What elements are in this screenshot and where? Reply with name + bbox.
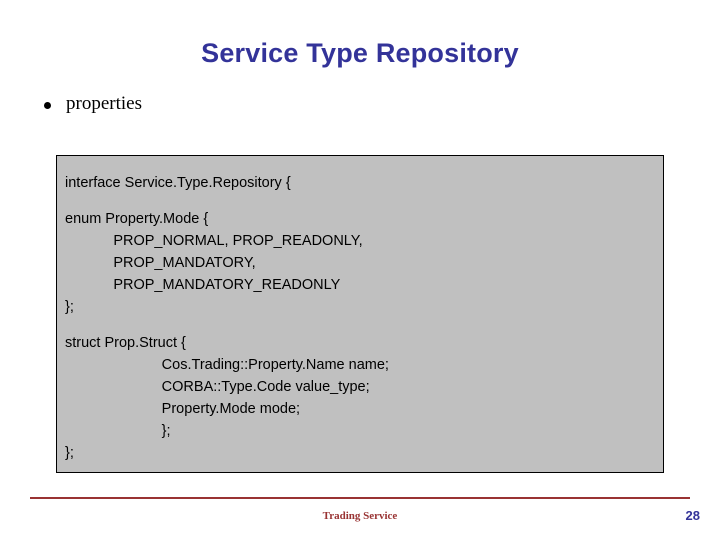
- footer-divider: [30, 497, 690, 499]
- page-title: Service Type Repository: [201, 38, 519, 68]
- code-line: struct Prop.Struct {: [65, 335, 186, 351]
- code-block-content: interface Service.Type.Repository { enum…: [57, 156, 663, 474]
- code-block: interface Service.Type.Repository { enum…: [56, 155, 664, 473]
- code-line: PROP_MANDATORY,: [65, 255, 256, 271]
- code-line: Cos.Trading::Property.Name name;: [65, 357, 389, 373]
- code-line: interface Service.Type.Repository {: [65, 175, 291, 191]
- code-line: [65, 318, 653, 332]
- code-line: };: [65, 299, 74, 315]
- code-line: PROP_NORMAL, PROP_READONLY,: [65, 233, 363, 249]
- bullet-item-label: properties: [66, 93, 142, 114]
- bullet-dot-icon: [44, 102, 51, 109]
- code-line: Property.Mode mode;: [65, 401, 301, 417]
- code-line: };: [65, 445, 74, 461]
- code-line: };: [65, 423, 171, 439]
- code-line: CORBA::Type.Code value_type;: [65, 379, 370, 395]
- code-line: [65, 194, 653, 208]
- page-number: 28: [685, 508, 700, 523]
- code-line: PROP_MANDATORY_READONLY: [65, 277, 341, 293]
- bullet-item: properties: [44, 93, 142, 115]
- footer-label: Trading Service: [322, 510, 398, 522]
- code-line: enum Property.Mode {: [65, 211, 209, 227]
